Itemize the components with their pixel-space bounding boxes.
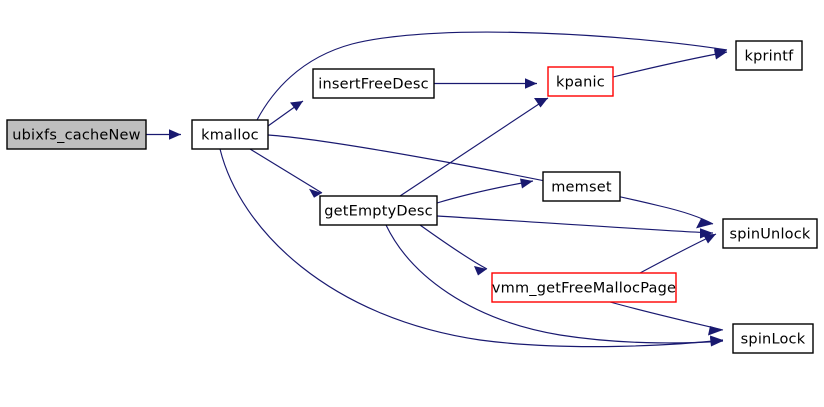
edge-line <box>399 97 549 197</box>
edge-vmm_getFreeMallocPage-to-spinUnlock <box>639 233 717 274</box>
node-label: getEmptyDesc <box>324 204 433 220</box>
edge-ubixfs_cacheNew-to-kmalloc <box>146 129 181 140</box>
node-box[interactable] <box>732 323 814 354</box>
arrowhead-icon <box>710 337 723 347</box>
node-kmalloc[interactable]: kmalloc <box>191 119 269 150</box>
node-getEmptyDesc[interactable]: getEmptyDesc <box>319 195 438 226</box>
edges-layer <box>146 31 728 348</box>
edge-getEmptyDesc-to-spinLock <box>385 224 724 347</box>
edge-line <box>612 51 728 78</box>
edge-kmalloc-to-insertFreeDesc <box>267 100 304 127</box>
edge-kmalloc-to-getEmptyDesc <box>249 148 323 198</box>
node-label: ubixfs_cacheNew <box>12 128 140 144</box>
node-box[interactable] <box>547 66 614 97</box>
edge-vmm_getFreeMallocPage-to-spinLock <box>609 301 724 336</box>
node-kprintf[interactable]: kprintf <box>735 40 803 71</box>
node-label: vmm_getFreeMallocPage <box>492 281 676 297</box>
edge-insertFreeDesc-to-kpanic <box>434 78 537 89</box>
arrowhead-icon <box>169 129 181 140</box>
arrowhead-icon <box>525 78 537 89</box>
edge-line <box>256 31 728 121</box>
edge-line <box>249 148 323 194</box>
edge-getEmptyDesc-to-vmm_getFreeMallocPage <box>419 224 488 276</box>
edge-line <box>436 180 534 204</box>
node-box[interactable] <box>735 40 803 71</box>
edge-kpanic-to-kprintf <box>612 49 728 78</box>
node-box[interactable] <box>722 218 818 249</box>
node-insertFreeDesc[interactable]: insertFreeDesc <box>312 68 435 99</box>
node-ubixfs_cacheNew[interactable]: ubixfs_cacheNew <box>6 119 147 150</box>
node-spinLock[interactable]: spinLock <box>732 323 814 354</box>
node-vmm_getFreeMallocPage[interactable]: vmm_getFreeMallocPage <box>491 272 677 303</box>
arrowhead-icon <box>309 188 322 198</box>
node-kpanic[interactable]: kpanic <box>547 66 614 97</box>
arrowhead-icon <box>520 178 533 189</box>
arrowhead-icon <box>703 234 716 244</box>
node-box[interactable] <box>191 119 269 150</box>
edge-getEmptyDesc-to-kpanic <box>399 97 549 197</box>
node-box[interactable] <box>491 272 677 303</box>
edge-line <box>219 148 724 348</box>
arrowhead-icon <box>700 228 713 239</box>
edge-kmalloc-to-spinLock <box>219 148 724 348</box>
edge-getEmptyDesc-to-spinUnlock <box>436 215 714 239</box>
arrowhead-icon <box>708 326 723 336</box>
arrowhead-icon <box>696 218 713 229</box>
arrowhead-icon <box>290 101 303 111</box>
node-box[interactable] <box>542 171 621 202</box>
node-label: spinUnlock <box>729 227 810 243</box>
edge-line <box>436 215 714 234</box>
node-label: insertFreeDesc <box>318 77 429 93</box>
arrowhead-icon <box>534 98 548 108</box>
edge-getEmptyDesc-to-memset <box>436 178 534 204</box>
edge-line <box>419 224 488 270</box>
node-memset[interactable]: memset <box>542 171 621 202</box>
arrowhead-icon <box>714 49 727 60</box>
node-box[interactable] <box>6 119 147 150</box>
node-box[interactable] <box>319 195 438 226</box>
node-label: memset <box>551 180 612 196</box>
node-label: kprintf <box>745 49 795 65</box>
edge-line <box>609 301 724 331</box>
node-label: spinLock <box>741 332 806 348</box>
node-box[interactable] <box>312 68 435 99</box>
node-label: kpanic <box>556 75 605 91</box>
arrowhead-icon <box>474 266 487 276</box>
edge-line <box>639 233 717 274</box>
node-spinUnlock[interactable]: spinUnlock <box>722 218 818 249</box>
edge-line <box>385 224 724 344</box>
nodes-layer: ubixfs_cacheNew kmalloc insertFreeDesc kpan… <box>6 40 818 354</box>
node-label: kmalloc <box>201 128 259 144</box>
